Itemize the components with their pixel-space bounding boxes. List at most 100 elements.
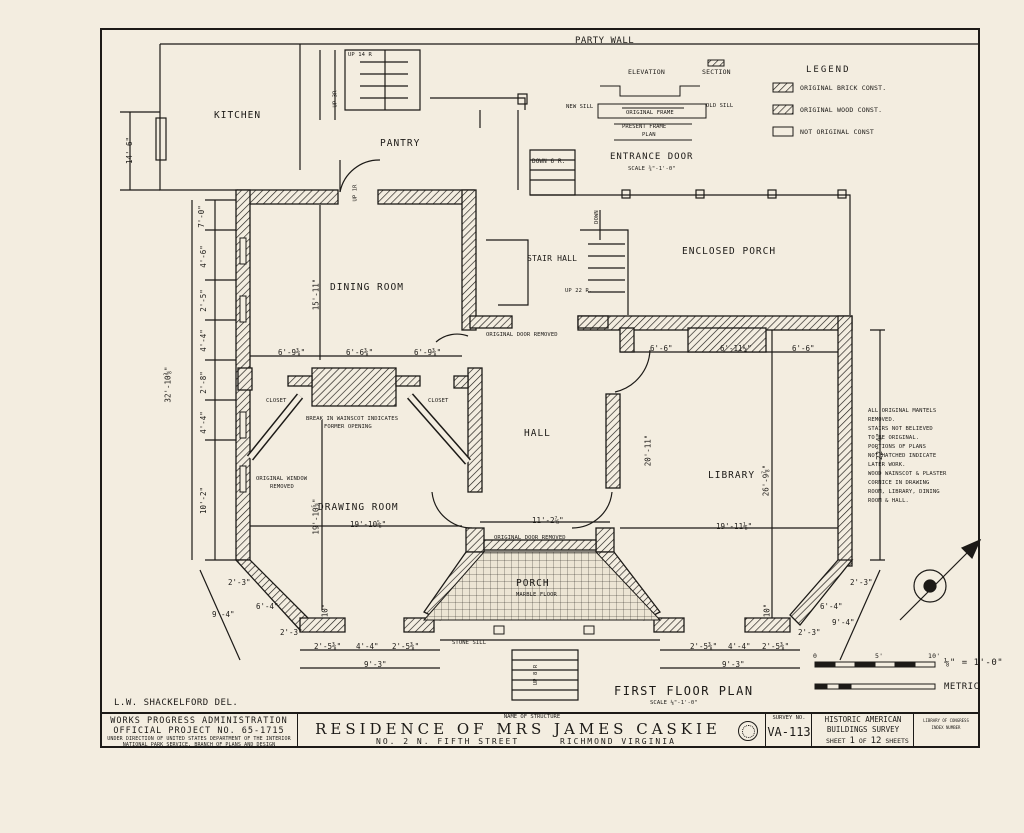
title-block-habs: HISTORIC AMERICAN BUILDINGS SURVEY SHEET… xyxy=(812,714,914,748)
annot-original-door-removed-top: ORIGINAL DOOR REMOVED xyxy=(486,332,558,338)
dim-4-4a: 4'-4" xyxy=(198,329,208,352)
dim-6-6b: 6'-6" xyxy=(650,344,673,353)
index-line2: INDEX NUMBER xyxy=(931,725,961,730)
org-line4: NATIONAL PARK SERVICE, BRANCH OF PLANS A… xyxy=(122,742,276,748)
index-line1: LIBRARY OF CONGRESS xyxy=(923,718,969,723)
room-enclosed-porch: ENCLOSED PORCH xyxy=(682,246,777,257)
title-block-index: LIBRARY OF CONGRESS INDEX NUMBER xyxy=(914,714,978,748)
entrance-door-title: ENTRANCE DOOR xyxy=(610,152,694,162)
structure-title: RESIDENCE OF MRS JAMES CASKIE xyxy=(315,720,721,738)
dim-2-5: 2'-5" xyxy=(198,289,208,312)
room-dining: DINING ROOM xyxy=(330,282,404,293)
title-block: WORKS PROGRESS ADMINISTRATION OFFICIAL P… xyxy=(100,712,980,748)
room-library: LIBRARY xyxy=(708,470,756,481)
delineator: L.W. SHACKELFORD DEL. xyxy=(114,698,239,708)
dim-10b: 10" xyxy=(762,603,772,618)
door-plan-label: PLAN xyxy=(642,132,656,138)
sheets-word: SHEETS xyxy=(885,737,909,745)
annot-up-22r: UP 22 R. xyxy=(565,288,593,294)
habs-line1: HISTORIC AMERICAN xyxy=(824,715,902,724)
dim-10-2: 10'-2" xyxy=(199,486,209,515)
annot-up-1r: UP 1R xyxy=(352,184,359,202)
room-hall: HALL xyxy=(524,428,551,439)
org-line2: OFFICIAL PROJECT NO. 65-1715 xyxy=(113,726,285,736)
dim-6-6a: 6'-6⅜" xyxy=(346,348,374,357)
dim-9-4a: 9'-4" xyxy=(212,610,235,619)
annot-up-8r: UP 8 R xyxy=(533,664,540,686)
closet-right-label: CLOSET xyxy=(428,398,449,404)
note-line: WOOD WAINSCOT & PLASTER xyxy=(868,471,947,477)
scale-bar-label-5: 5' xyxy=(875,652,884,660)
seal-icon xyxy=(738,721,758,741)
dim-6-6c: 6'-6" xyxy=(792,344,815,353)
door-elevation-label: ELEVATION xyxy=(628,68,666,76)
note-line: ROOM & HALL. xyxy=(868,498,909,504)
annot-marble-floor: MARBLE FLOOR xyxy=(516,592,557,598)
note-line: STAIRS NOT BELIEVED xyxy=(868,426,933,432)
door-old-sill-label: OLD SILL xyxy=(706,103,734,109)
entrance-door-scale: SCALE ¾"-1'-0" xyxy=(628,166,676,172)
dim-4-4b: 4'-4" xyxy=(198,411,208,434)
note-line: ROOM, LIBRARY, DINING xyxy=(868,489,940,495)
dim-2-3a: 2'-3" xyxy=(228,578,251,587)
dim-9-3b: 9'-3" xyxy=(722,660,745,669)
annot-break-wainscot-2: FORMER OPENING xyxy=(324,424,372,430)
org-line3: UNDER DIRECTION OF UNITED STATES DEPARTM… xyxy=(107,736,291,742)
room-pantry: PANTRY xyxy=(380,138,421,149)
dim-2-5c: 2'-5⅜" xyxy=(690,642,718,651)
room-kitchen: KITCHEN xyxy=(214,110,262,121)
dim-2-8: 2'-8" xyxy=(198,371,208,394)
party-wall-label: PARTY WALL xyxy=(575,36,635,46)
of-word: OF xyxy=(858,737,867,745)
annot-up-3r: UP 3R xyxy=(332,90,339,108)
name-of-structure-label: NAME OF STRUCTURE xyxy=(503,714,561,720)
org-line1: WORKS PROGRESS ADMINISTRATION xyxy=(110,716,288,726)
sheet-number: 1 xyxy=(849,736,855,746)
survey-label: SURVEY NO. xyxy=(772,715,806,721)
dim-9-3a: 9'-3" xyxy=(364,660,387,669)
legend-item-wood: ORIGINAL WOOD CONST. xyxy=(800,106,883,114)
note-line: NOT HATCHED INDICATE xyxy=(868,453,937,459)
drawing-border xyxy=(100,28,980,748)
dim-2-3c: 2'-3" xyxy=(850,578,873,587)
door-present-frame-label: PRESENT FRAME xyxy=(622,124,667,130)
dim-2-5a: 2'-5⅜" xyxy=(314,642,342,651)
sheet-total: 12 xyxy=(870,736,882,746)
drawing-scale: SCALE ⅛"-1'-0" xyxy=(650,700,698,706)
annot-stone-sill: STONE SILL xyxy=(452,640,487,646)
annot-down: DOWN xyxy=(593,210,600,224)
dim-4-4d: 4'-4" xyxy=(728,642,751,651)
title-block-org: WORKS PROGRESS ADMINISTRATION OFFICIAL P… xyxy=(100,714,298,748)
note-line: ALL ORIGINAL MANTELS xyxy=(868,408,937,414)
scale-bar-label-0: 0 xyxy=(813,652,818,660)
note-line: TO BE ORIGINAL. xyxy=(868,435,920,441)
dim-6-9a: 6'-9⅜" xyxy=(278,348,306,357)
dim-6-4b: 6'-4" xyxy=(820,602,843,611)
annot-original-window-1: ORIGINAL WINDOW xyxy=(256,476,308,482)
dim-14-6: 14'-6" xyxy=(125,136,135,165)
annot-original-door-removed-bottom: ORIGINAL DOOR REMOVED xyxy=(494,535,566,541)
annot-down-6r: DOWN 6 R. xyxy=(532,158,566,165)
room-porch: PORCH xyxy=(516,578,550,589)
title-block-survey: SURVEY NO. VA-113 xyxy=(766,714,812,748)
dim-19-10a: 19'-10⅝" xyxy=(311,498,321,535)
dim-6-4a: 6'-4" xyxy=(256,602,279,611)
closet-left-label: CLOSET xyxy=(266,398,287,404)
annot-original-window-2: REMOVED xyxy=(270,484,294,490)
sheet-word: SHEET xyxy=(826,737,846,745)
note-line: PORTIONS OF PLANS xyxy=(868,444,926,450)
dim-20-11: 20'-11" xyxy=(643,434,653,467)
dim-2-3b: 2'-3" xyxy=(280,628,303,637)
scale-bar-metric: METRIC xyxy=(944,682,980,692)
legend-item-not-original: NOT ORIGINAL CONST xyxy=(800,128,875,136)
room-drawing: DRAWING ROOM xyxy=(318,502,399,513)
annot-up-14r: UP 14 R xyxy=(348,52,372,58)
structure-city: RICHMOND VIRGINIA xyxy=(560,737,676,746)
legend-title: LEGEND xyxy=(806,65,851,75)
dim-15-11: 15'-11" xyxy=(311,278,321,311)
dim-6-9b: 6'-9⅜" xyxy=(414,348,442,357)
dim-6-11: 6'-11¼" xyxy=(720,344,752,353)
dim-2-3d: 2'-3" xyxy=(798,628,821,637)
room-stair-hall: STAIR HALL xyxy=(527,254,578,263)
survey-number: VA-113 xyxy=(767,725,811,739)
